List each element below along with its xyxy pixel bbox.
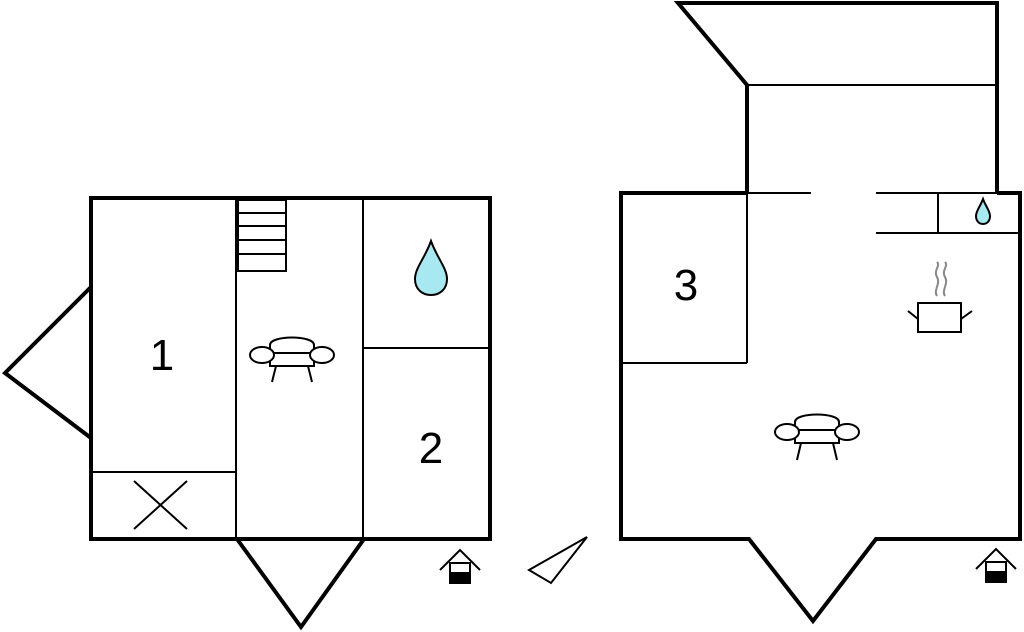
cooking-pot-icon: [907, 261, 973, 333]
stairs-icon: [237, 199, 287, 272]
cross-icon: [133, 480, 188, 530]
entrance-icon: [439, 548, 481, 584]
ground-floor-plan: [1, 196, 492, 631]
upper-floor-top-extension: [673, 1, 999, 193]
room-label-3: 3: [674, 261, 698, 310]
ground-floor-bottom-bay: [235, 537, 366, 631]
entrance-icon: [975, 547, 1017, 583]
north-arrow-icon: [527, 536, 588, 585]
ground-floor-outer-wall: [89, 196, 492, 541]
water-drop-icon: [974, 196, 992, 226]
ground-floor-bay-window: [1, 285, 93, 440]
upper-floor-plan: [619, 1, 1022, 625]
water-drop-icon: [413, 237, 449, 297]
upper-floor-outer-wall: [619, 191, 1022, 625]
room-label-2: 2: [419, 424, 443, 473]
sofa-icon: [249, 336, 335, 383]
sofa-icon: [774, 413, 860, 461]
room-label-1: 1: [150, 331, 174, 380]
